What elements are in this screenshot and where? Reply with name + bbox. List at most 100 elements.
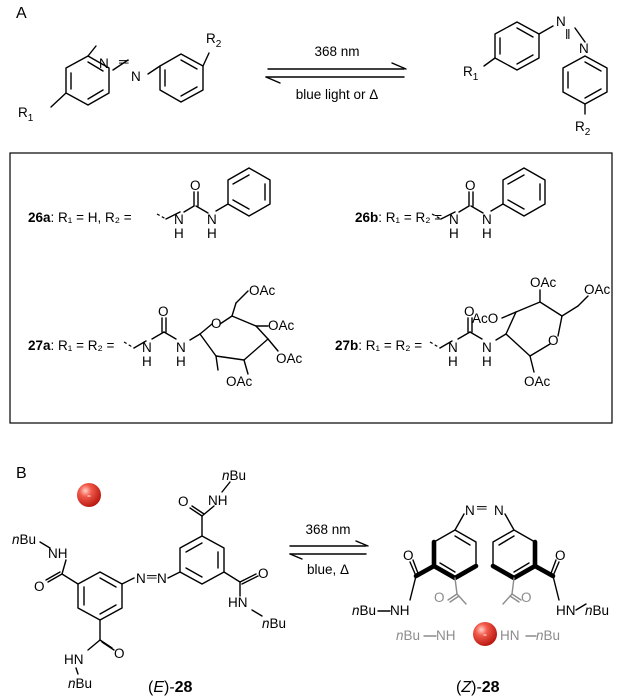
27a-n1: N xyxy=(142,340,152,355)
compound-27a-label: 27a: R₁ = R₂ = xyxy=(28,338,114,353)
panel-a-reverse-label: blue light or Δ xyxy=(296,87,379,102)
e-28-nh-left: NH xyxy=(48,546,68,561)
27a-oac-4: OAc xyxy=(268,318,295,333)
trans-r2: R2 xyxy=(206,31,222,50)
e-28-o-left: O xyxy=(34,579,45,594)
27b-n2: N xyxy=(482,340,492,355)
compound-27b-label: 27b: R₁ = R₂ = xyxy=(335,338,422,353)
e-28-dbl: ═ xyxy=(146,569,157,584)
e-28-nh-top: NH xyxy=(208,493,228,508)
panel-b-letter: B xyxy=(16,465,27,482)
e-28-n2: N xyxy=(157,571,167,586)
27b-h1: H xyxy=(448,354,458,369)
e-28-o-right: O xyxy=(258,566,269,581)
anion-ball-z xyxy=(473,622,497,646)
27b-oac-top: OAc xyxy=(530,275,557,290)
glycosyl-urea-27b xyxy=(429,289,589,373)
27a-oac-2: OAc xyxy=(226,374,253,389)
26a-o: O xyxy=(190,178,201,193)
27a-o-carbonyl: O xyxy=(158,304,169,319)
27a-ring-o: O xyxy=(211,316,222,331)
trans-n2: N xyxy=(131,69,141,84)
27a-n2: N xyxy=(176,340,186,355)
e-28-nbu-bond-bottom xyxy=(75,667,79,675)
e-28-label: (E)-28 xyxy=(148,679,193,696)
trans-azobenzene xyxy=(50,45,210,108)
27b-o-carbonyl: O xyxy=(464,304,475,319)
z-28-hn-right: HN xyxy=(556,603,576,618)
cis-azobenzene xyxy=(483,21,608,115)
e-28-hn-right: HN xyxy=(228,595,248,610)
27b-aco: AcO xyxy=(472,311,498,326)
cis-r2: R2 xyxy=(575,119,591,138)
26b-n2: N xyxy=(482,212,492,227)
z-28-nbu-left: nBu xyxy=(352,603,376,618)
z-28-molecule xyxy=(409,513,587,611)
27a-h1: H xyxy=(142,354,152,369)
compound-box xyxy=(9,152,613,424)
panel-a-equilibrium-arrows xyxy=(265,62,407,84)
z-28-nh-grey-left: NH xyxy=(436,628,456,643)
z-28-o-left: O xyxy=(403,548,414,563)
27b-h2: H xyxy=(482,354,492,369)
e-28-nbu-bond-left xyxy=(39,541,51,549)
panel-a-letter: A xyxy=(16,5,27,22)
z-28-o-grey-left: O xyxy=(434,590,445,605)
e-28-o-bottom: O xyxy=(114,646,125,661)
panel-a-forward-label: 368 nm xyxy=(314,44,359,59)
27b-oac-6: OAc xyxy=(584,282,611,297)
z-28-nbu-grey-left: nBu xyxy=(396,628,420,643)
e-28-molecule xyxy=(45,481,263,651)
panel-b-equilibrium-arrows xyxy=(289,540,369,560)
z-28-dbl: ═ xyxy=(476,500,487,515)
e-28-hn-bottom: HN xyxy=(64,652,84,667)
anion-ball-e xyxy=(77,483,101,507)
26b-n1: N xyxy=(449,212,459,227)
trans-n1: N xyxy=(99,56,109,71)
panel-b-forward-label: 368 nm xyxy=(305,522,350,537)
27b-n1: N xyxy=(448,340,458,355)
27a-oac-3: OAc xyxy=(276,351,303,366)
26a-n2: N xyxy=(207,212,217,227)
anion-charge-z: - xyxy=(483,627,487,641)
z-28-n2: N xyxy=(494,503,504,518)
z-28-nbu-grey-right: nBu xyxy=(536,628,560,643)
urea-phenyl-26a xyxy=(156,167,271,220)
e-28-nbu-right: nBu xyxy=(262,616,286,631)
cis-r1: R1 xyxy=(463,64,479,83)
27b-ring-o: O xyxy=(548,333,559,348)
z-28-n1: N xyxy=(465,503,475,518)
z-28-label: (Z)-28 xyxy=(456,679,500,696)
z-28-o-grey-right: O xyxy=(521,590,532,605)
26a-n1: N xyxy=(174,212,184,227)
trans-r1: R1 xyxy=(18,105,34,124)
27a-oac-6: OAc xyxy=(249,283,276,298)
z-28-nbu-right: nBu xyxy=(585,603,609,618)
27b-oac-bottom: OAc xyxy=(524,374,551,389)
26b-h1: H xyxy=(449,226,459,241)
e-28-nbu-left: nBu xyxy=(12,532,36,547)
compound-26b-label: 26b: R₁ = R₂ = xyxy=(355,210,442,225)
26b-h2: H xyxy=(482,226,492,241)
cis-dbl: ‖ xyxy=(565,27,571,42)
27a-h2: H xyxy=(176,354,186,369)
cis-n2: N xyxy=(579,41,589,56)
urea-phenyl-26b xyxy=(431,167,546,220)
z-28-o-right: O xyxy=(555,548,566,563)
panel-b-reverse-label: blue, Δ xyxy=(307,562,349,577)
e-28-n1: N xyxy=(136,571,146,586)
26a-h1: H xyxy=(174,226,184,241)
26b-o: O xyxy=(465,178,476,193)
e-28-nbu-top: nBu xyxy=(222,468,246,483)
z-28-nh-left: NH xyxy=(390,603,410,618)
e-28-nbu-bottom: nBu xyxy=(68,676,92,691)
e-28-o-top: O xyxy=(178,494,189,509)
trans-dbl: ═ xyxy=(118,54,129,69)
compound-26a-label: 26a: R₁ = H, R₂ = xyxy=(28,210,132,225)
glycosyl-urea-27a xyxy=(123,290,279,375)
anion-charge-e: - xyxy=(87,488,91,502)
cis-n1: N xyxy=(556,14,566,29)
z-28-hn-grey-right: HN xyxy=(500,628,520,643)
26a-h2: H xyxy=(207,226,217,241)
